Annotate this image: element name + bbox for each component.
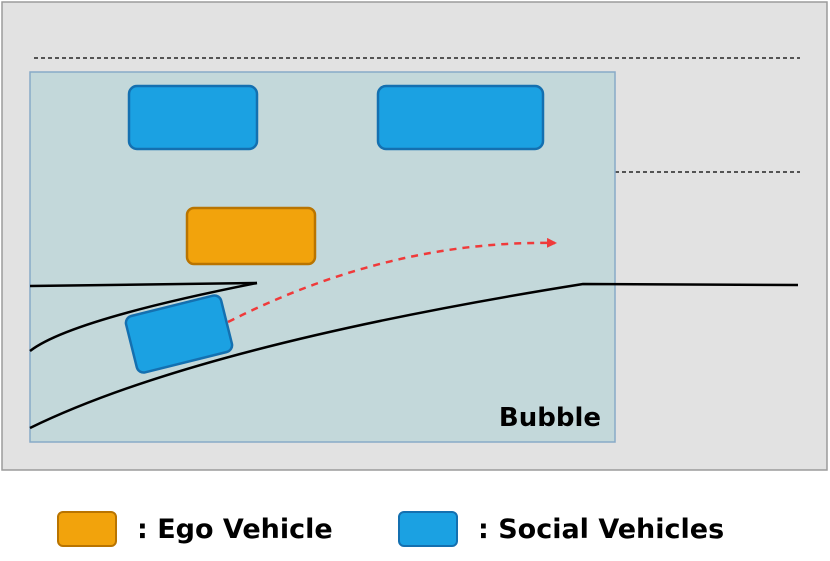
ramp-edge-inner: [29, 281, 258, 352]
social-vehicle: [376, 84, 545, 151]
social-vehicle-merging: [124, 294, 234, 374]
road-edge-upper: [29, 281, 258, 288]
legend-social: : Social Vehicles: [398, 508, 724, 550]
social-legend-label: : Social Vehicles: [478, 513, 725, 545]
legend-ego: : Ego Vehicle: [57, 508, 333, 550]
ramp-edge-outer: [29, 282, 799, 430]
ego-vehicle: [185, 206, 317, 266]
social-vehicle: [127, 84, 259, 151]
social-swatch: [398, 511, 458, 547]
bubble-label: Bubble: [499, 403, 601, 433]
planned-trajectory-arrow: [227, 237, 557, 324]
ego-swatch: [57, 511, 117, 547]
ego-legend-label: : Ego Vehicle: [137, 513, 333, 545]
